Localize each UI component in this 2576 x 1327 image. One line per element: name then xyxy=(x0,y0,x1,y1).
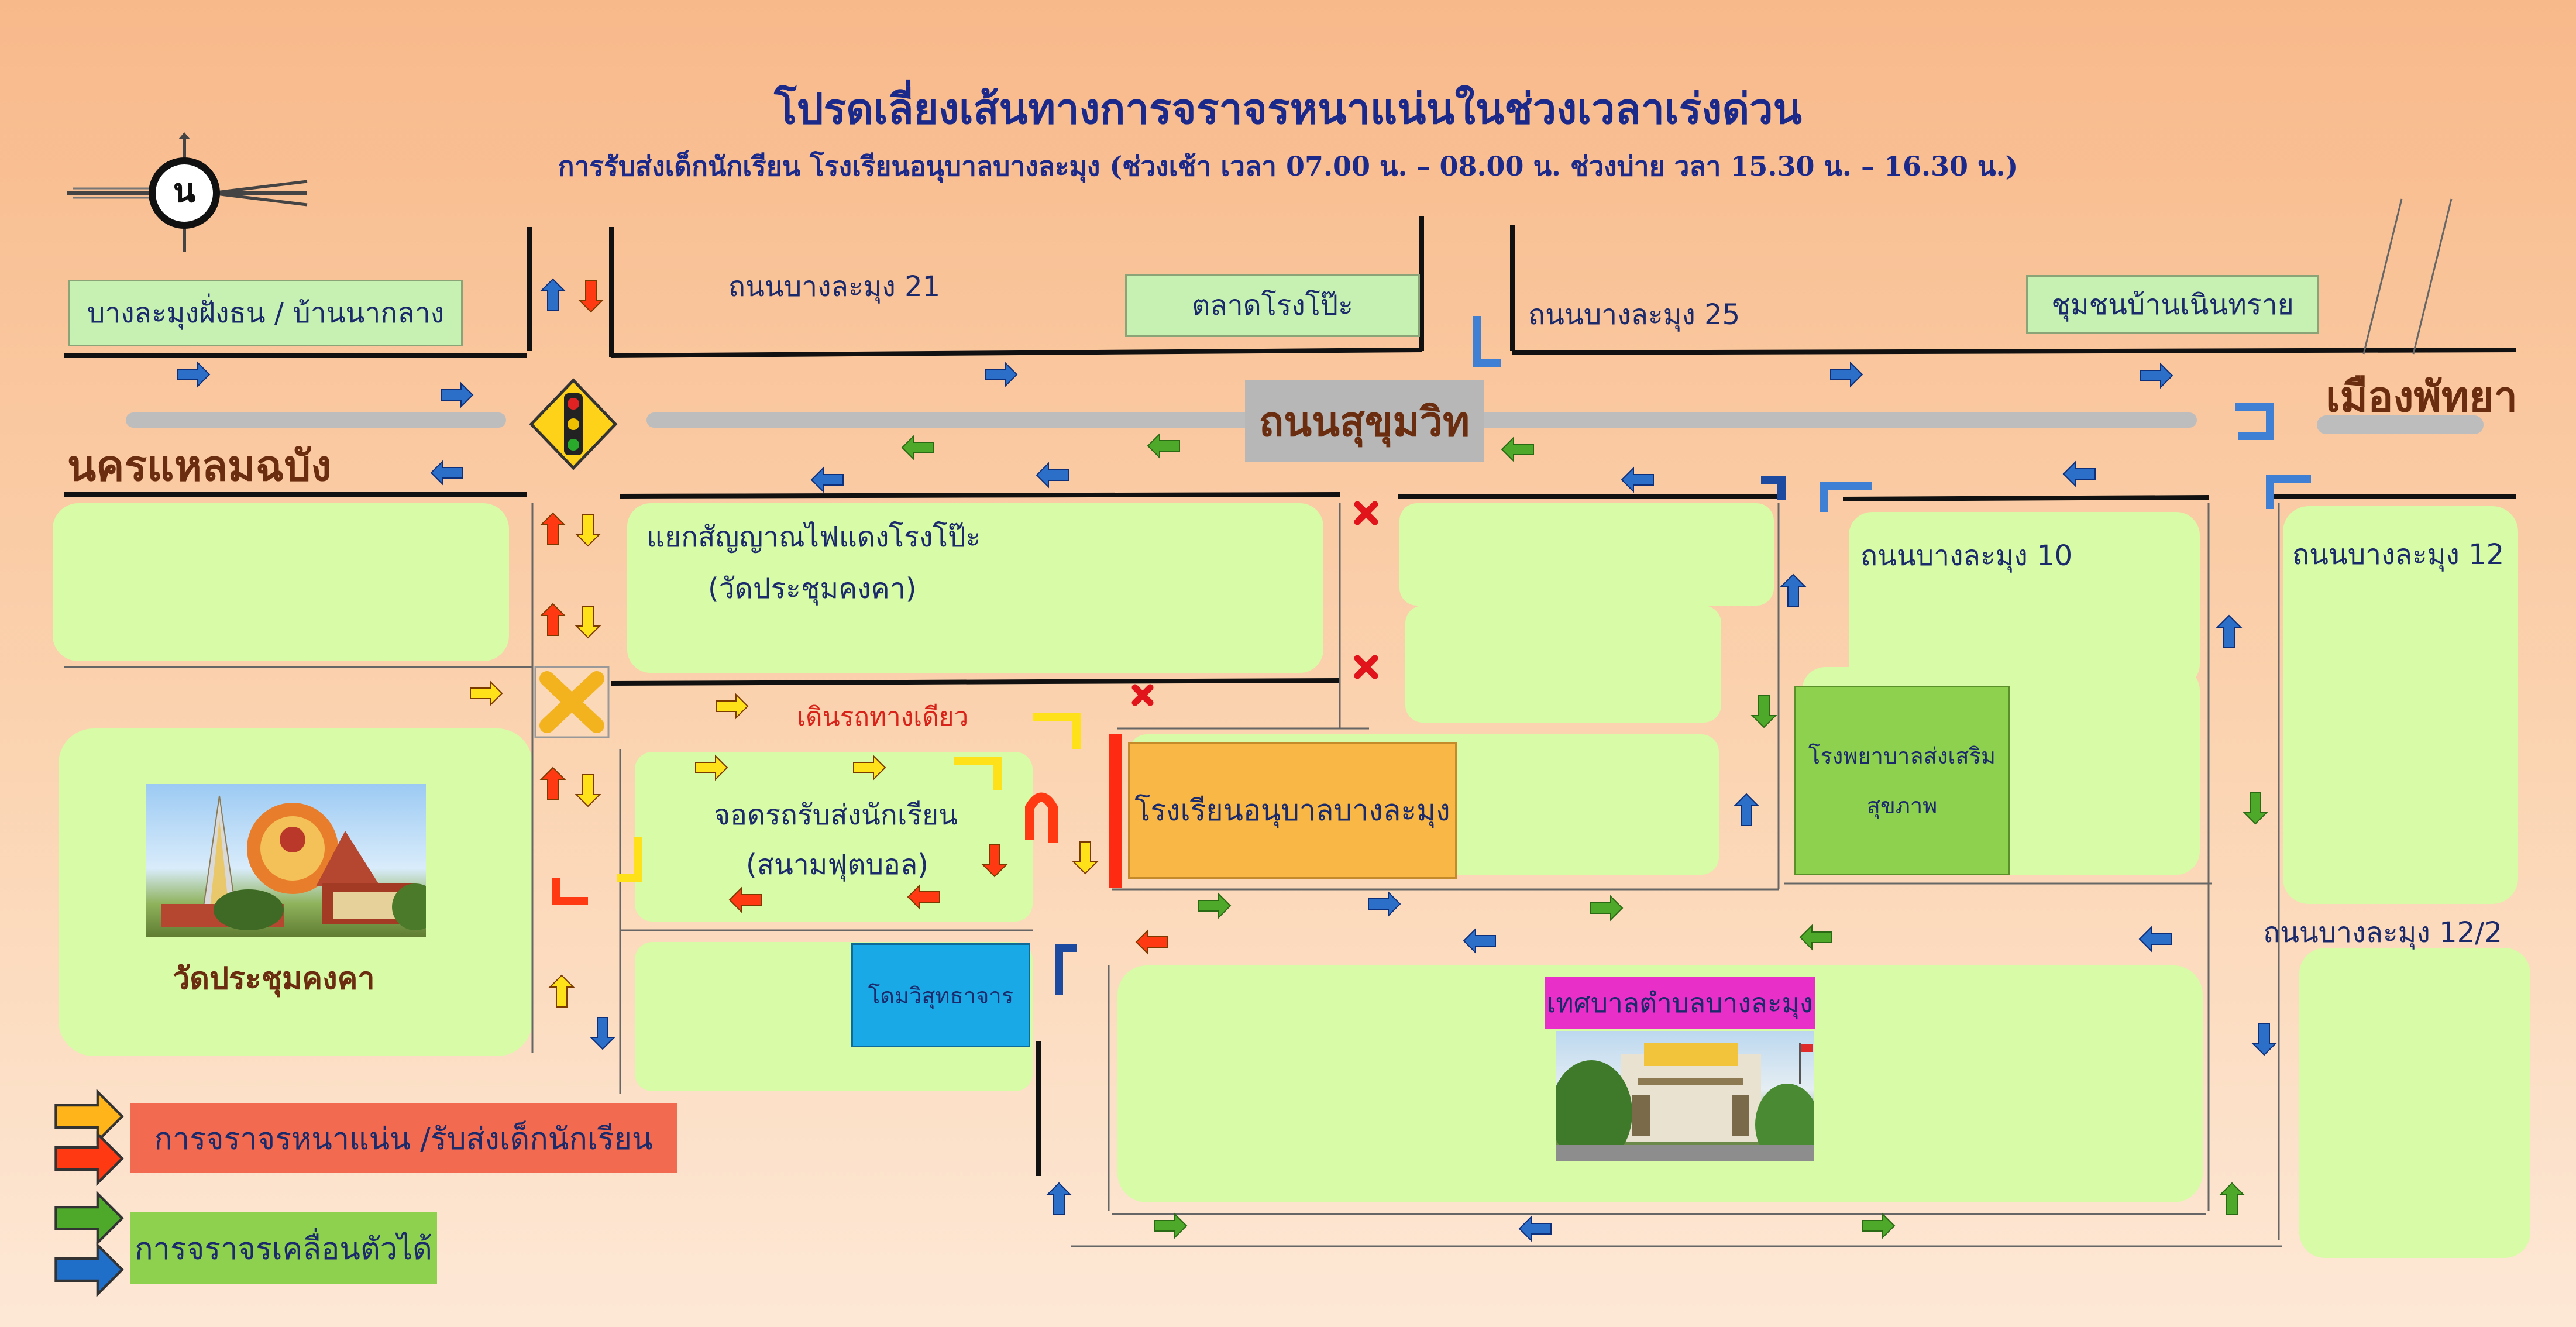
turn-arrows xyxy=(552,316,2311,995)
municipality-photo xyxy=(1556,1031,1814,1161)
label-chumchon: ชุมชนบ้านเนินทราย xyxy=(2026,275,2319,334)
label-sukhumvit: ถนนสุขุมวิท xyxy=(1245,380,1484,462)
compass-icon xyxy=(67,132,308,252)
label-intersection-temple: (วัดประชุมคงคา) xyxy=(708,572,917,605)
traffic-light-sign xyxy=(529,378,618,470)
page-subtitle: การรับส่งเด็กนักเรียน โรงเรียนอนุบาลบางล… xyxy=(558,150,2018,182)
label-soi12-2: ถนนบางละมุง 12/2 xyxy=(2263,916,2502,949)
hospital-label: โรงพยาบาลส่งเสริม xyxy=(1808,743,1996,769)
label-laem-chabang: นครแหลมฉบัง xyxy=(67,441,332,490)
legend-flowing: การจราจรเคลื่อนตัวได้ xyxy=(130,1212,437,1284)
label-one-way: เดินรถทางเดียว xyxy=(797,702,969,732)
label-soi12: ถนนบางละมุง 12 xyxy=(2292,538,2505,571)
temple-photo xyxy=(146,784,426,937)
label-temple: วัดประชุมคงคา xyxy=(173,961,375,996)
label-soi25: ถนนบางละมุง 25 xyxy=(1528,298,1741,331)
thin-road-lines xyxy=(64,198,2453,1247)
road-lines xyxy=(64,216,2516,1176)
label-intersection: แยกสัญญาณไฟแดงโรงโป๊ะ xyxy=(646,521,981,554)
municipality-label: เทศบาลตำบลบางละมุง xyxy=(1545,977,1815,1029)
legend-congested: การจราจรหนาแน่น /รับส่งเด็กนักเรียน xyxy=(130,1103,677,1173)
dome-building: โดมวิสุทธาจาร xyxy=(851,943,1030,1047)
label-bang-lamung-fang: บางละมุงฝั่งธน / บ้านนากลาง xyxy=(68,280,463,346)
label-parking-football: (สนามฟุตบอล) xyxy=(746,848,929,881)
label-talad-rongpo: ตลาดโรงโป๊ะ xyxy=(1125,274,1420,337)
crossroads-marker xyxy=(534,666,610,738)
label-parking: จอดรถรับส่งนักเรียน xyxy=(714,799,958,831)
label-pattaya: เมืองพัทยา xyxy=(2326,372,2518,421)
school-building: โรงเรียนอนุบาลบางละมุง xyxy=(1128,742,1457,879)
hospital-building: โรงพยาบาลส่งเสริม สุขภาพ xyxy=(1794,686,2010,875)
no-entry-marks xyxy=(1131,501,1378,706)
hospital-label-2: สุขภาพ xyxy=(1866,793,1938,819)
compass-letter: น xyxy=(173,172,196,210)
legend-arrows xyxy=(56,1092,122,1294)
label-soi10: ถนนบางละมุง 10 xyxy=(1860,539,2073,572)
page-title: โปรดเลี่ยงเส้นทางการจราจรหนาแน่นในช่วงเว… xyxy=(774,84,1802,133)
label-soi21: ถนนบางละมุง 21 xyxy=(728,270,941,303)
school-gate-bar xyxy=(1109,734,1122,888)
